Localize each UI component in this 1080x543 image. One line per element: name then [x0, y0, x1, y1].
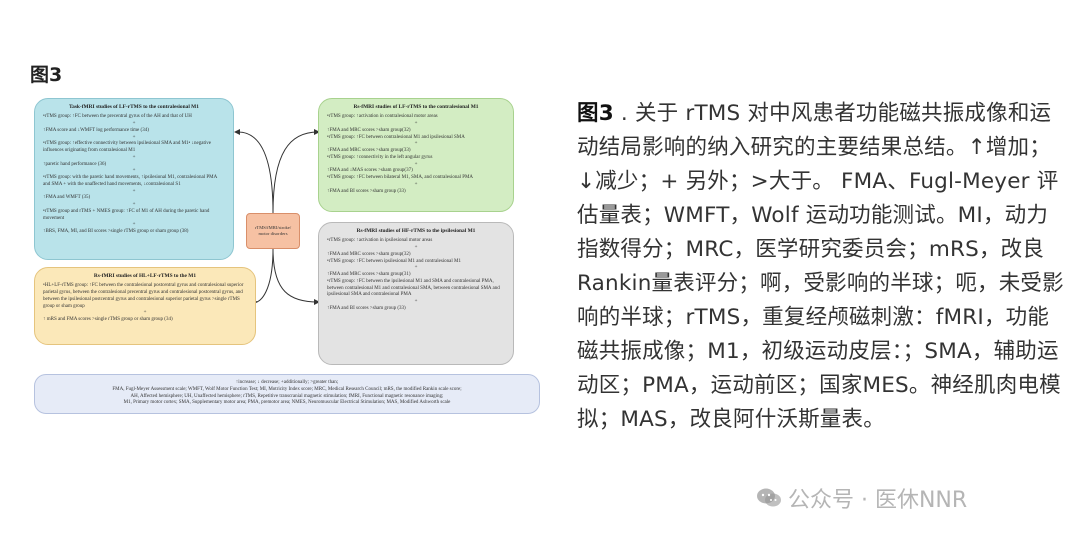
center-node: rTMS/fMRI/stroke/ motor disorders	[246, 213, 300, 249]
box-line: ↑BRS, FMA, MI, and BI scores >single rTM…	[43, 229, 189, 235]
box-title: Task-fMRI studies of LF-rTMS to the cont…	[69, 104, 199, 110]
summary-figure: Task-fMRI studies of LF-rTMS to the cont…	[28, 92, 540, 414]
box-line: +	[132, 154, 136, 160]
box-rs-fmri-hf-rtms: Rs-fMRI studies of HF-rTMS to the ipsile…	[318, 222, 514, 365]
box-line: •rTMS group: ↑FC between the ipsilesiona…	[327, 278, 500, 298]
box-line: •rTMS group: ↑effective connectivity bet…	[43, 141, 211, 154]
watermark-text: 公众号 · 医休NNR	[788, 488, 968, 513]
box-line: ↑FMA and ↓MAS scores >sham group(37)	[327, 168, 413, 174]
box-line: •rTMS group: ↑activation in contralesion…	[327, 114, 438, 120]
box-line: •rTMS group: ↑activation in ipsilesional…	[327, 238, 433, 244]
caption-figure-number: 图3	[577, 101, 614, 126]
box-line: ↑ mRS and FMA scores >single rTMS group …	[43, 317, 173, 323]
box-line: •rTMS group: with the paretic hand movem…	[43, 175, 217, 187]
box-line: AH, Affected hemisphere; UH, Unaffected …	[130, 393, 444, 399]
box-line: +	[143, 310, 147, 316]
box-line: +	[132, 222, 136, 228]
box-line: +	[132, 134, 136, 140]
wechat-icon	[757, 488, 781, 507]
caption-text: . 关于 rTMS 对中风患者功能磁共振成像和运动结局影响的纳入研究的主要结果总…	[577, 101, 1064, 432]
box-line: •rTMS group: ↑connectivity in the left a…	[327, 154, 433, 160]
box-line: •rTMS group: ↑FC between bilateral M1, S…	[327, 175, 474, 181]
box-rs-fmri-lf-rtms: Rs-fMRI studies of LF-rTMS to the contra…	[318, 98, 514, 212]
box-rs-fmri-hl-lf-rtms: Rs-fMRI studies of HL+LF-rTMS to the M1 …	[34, 267, 256, 345]
box-line: +	[414, 141, 418, 147]
box-line: +	[132, 188, 136, 194]
box-line: +	[132, 168, 136, 174]
box-line: ↑FMA and MRC scores >sham group(32)	[327, 251, 411, 257]
box-line: ↑FMA and MRC scores >sham group(31)	[327, 272, 411, 278]
box-line: ↑FMA and MRC scores >sham group(33)	[327, 148, 411, 154]
figure-caption: 图3 . 关于 rTMS 对中风患者功能磁共振成像和运动结局影响的纳入研究的主要…	[577, 97, 1067, 437]
box-line: ↑FMA and MRC scores >sham group(32)	[327, 127, 411, 133]
box-line: +	[414, 161, 418, 167]
box-title: Rs-fMRI studies of HL+LF-rTMS to the M1	[93, 273, 197, 279]
box-line: ↑paretic hand performance (36)	[43, 161, 107, 167]
box-line: ↑increase; ↓ decrease; +additionally; >g…	[235, 380, 339, 385]
box-title: Rs-fMRI studies of HF-rTMS to the ipsile…	[356, 228, 476, 234]
box-line: M1, Primary motor cortex; SMA, Supplemen…	[123, 400, 451, 406]
box-line: +	[414, 181, 418, 187]
box-line: ↑FMA score and ↓WMFT log performance tim…	[43, 127, 149, 133]
box-line: ↑FMA and BI scores >sham group (33)	[327, 188, 406, 194]
box-line: FMA, Fugl-Meyer Assessment scale; WMFT, …	[112, 386, 462, 392]
box-line: +	[132, 121, 136, 127]
box-line: +	[414, 265, 418, 271]
box-line: +	[132, 202, 136, 208]
box-line: ↑FMA and BI scores >sham group (33)	[327, 305, 406, 311]
box-task-fmri-lf-rtms: Task-fMRI studies of LF-rTMS to the cont…	[34, 98, 234, 260]
box-line: •rTMS group: ↑FC between contralesional …	[327, 134, 465, 140]
watermark: 公众号 · 医休NNR	[756, 482, 967, 514]
box-title: Rs-fMRI studies of LF-rTMS to the contra…	[353, 104, 479, 110]
box-line: +	[414, 299, 418, 305]
box-line: •rTMS group: ↑FC between the precentral …	[43, 114, 192, 120]
box-line: •HL+LF-rTMS group: ↑FC between the contr…	[43, 283, 244, 309]
box-line: ↑FMA and WMFT (35)	[43, 195, 91, 201]
box-line: +	[414, 245, 418, 251]
figure-label: 图3	[30, 64, 63, 86]
figure-legend: ↑increase; ↓ decrease; +additionally; >g…	[34, 374, 540, 414]
box-line: •rTMS group and rTMS + NMES group: ↑FC o…	[43, 208, 210, 221]
box-line: •rTMS group: ↑FC between ipsilesional M1…	[327, 258, 461, 264]
box-line: +	[414, 121, 418, 127]
